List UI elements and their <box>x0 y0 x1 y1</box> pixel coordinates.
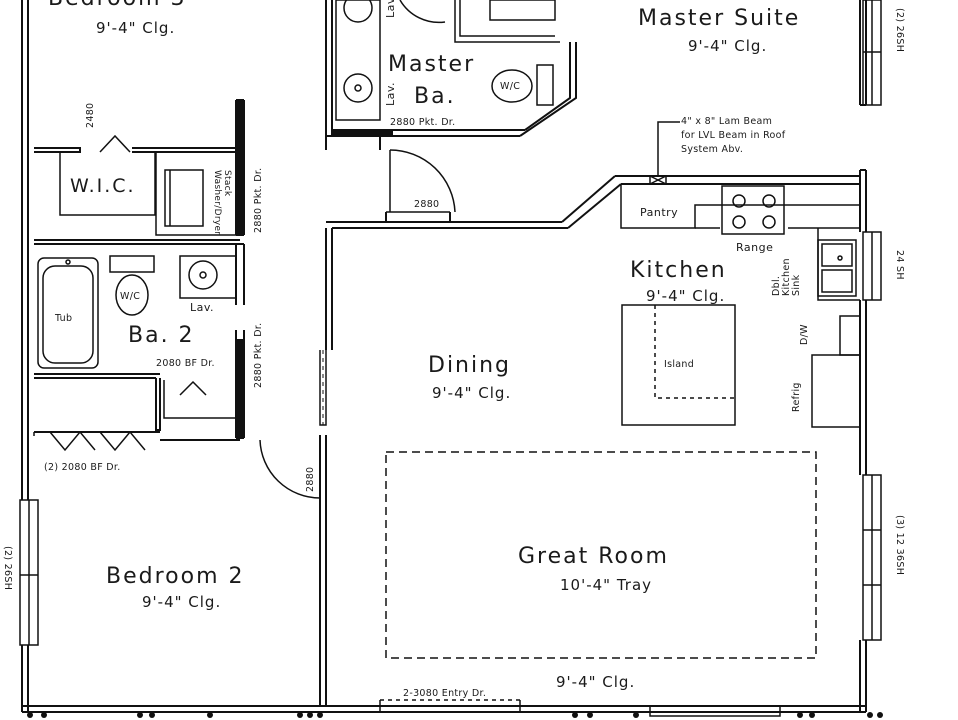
label-master-lav-1: Lav. <box>384 0 397 18</box>
kitchen-sink <box>817 239 857 297</box>
note-beam-line2: for LVL Beam in Roof <box>681 130 786 141</box>
label-range: Range <box>736 241 774 254</box>
note-beam-line1: 4" x 8" Lam Beam <box>681 116 773 127</box>
label-pantry: Pantry <box>640 206 679 219</box>
room-name-bath2: Ba. 2 <box>128 323 195 348</box>
room-name-bedroom2: Bedroom 2 <box>106 564 245 589</box>
label-master-lav-2: Lav. <box>384 81 397 106</box>
master-bath-walls <box>325 0 525 150</box>
master-vanity <box>335 0 381 121</box>
label-door-2880-pkt-1: 2880 Pkt. Dr. <box>253 167 264 233</box>
room-name-wic: W.I.C. <box>70 175 136 197</box>
note-beam-line3: System Abv. <box>681 144 744 155</box>
door-swing-master-hall <box>389 149 456 213</box>
bath2-lav <box>179 255 237 299</box>
window-left-bottom <box>19 499 39 646</box>
window-right-mid <box>862 231 882 301</box>
label-dw: D/W <box>799 324 810 345</box>
door-swing-bedroom2 <box>259 438 321 499</box>
room-name-bedroom3: Bedroom 3 <box>48 0 187 10</box>
label-door-2080-bf: 2080 BF Dr. <box>156 358 215 369</box>
bottom-window <box>649 705 781 717</box>
ceiling-master-suite: 9'-4" Clg. <box>688 37 768 55</box>
label-refrig: Refrig <box>791 382 802 412</box>
bath2-walls <box>34 244 245 441</box>
bedroom3-walls <box>34 99 245 245</box>
label-door-entry: 2-3080 Entry Dr. <box>403 688 487 699</box>
label-door-2880-pkt-master: 2880 Pkt. Dr. <box>390 117 456 128</box>
exterior-left-wall <box>21 0 29 712</box>
label-window-right-mid: 24 SH <box>894 250 905 280</box>
label-door-2880-pkt-2: 2880 Pkt. Dr. <box>253 322 264 388</box>
room-name-master-bath-1: Master <box>388 52 476 77</box>
washer-dryer <box>164 169 204 227</box>
label-tub: Tub <box>55 313 73 324</box>
label-door-2480: 2480 <box>85 102 96 128</box>
room-name-master-suite: Master Suite <box>638 6 801 31</box>
label-window-left-bottom: (2) 26SH <box>2 546 13 591</box>
bath2-toilet <box>109 255 155 316</box>
range <box>721 185 785 235</box>
label-dbl-kitchen-sink: Dbl. Kitchen Sink <box>771 258 802 296</box>
label-door-2880-a: 2880 <box>414 199 440 210</box>
bottom-wall-markers <box>27 712 883 718</box>
beam-post <box>649 121 680 185</box>
label-master-wc: W/C <box>500 81 521 92</box>
kitchen-counter <box>620 184 860 301</box>
refrigerator-and-dw <box>811 315 861 428</box>
great-room-tray-ceiling <box>385 451 817 659</box>
room-name-dining: Dining <box>428 353 512 378</box>
label-window-right-top: (2) 26SH <box>894 8 905 53</box>
label-window-right-bottom: (3) 12 36SH <box>894 515 905 576</box>
room-name-master-bath-2: Ba. <box>414 84 456 109</box>
exterior-bottom-wall <box>22 705 866 713</box>
dining-north-wall <box>326 175 860 229</box>
bedroom2-bifold-doors <box>33 430 146 452</box>
bedroom2-east-wall <box>319 228 333 706</box>
label-stack-washer-dryer: Stack Washer/Dryer <box>212 170 232 236</box>
label-door-2-2080-bf: (2) 2080 BF Dr. <box>44 462 121 473</box>
entry-doors <box>379 699 521 712</box>
ceiling-lower-area: 9'-4" Clg. <box>556 673 636 691</box>
wic-bifold-door <box>99 134 131 153</box>
bath2-closet <box>163 380 236 419</box>
label-bath2-lav: Lav. <box>190 301 215 314</box>
window-right-top <box>862 0 882 106</box>
ceiling-great-room: 10'-4" Tray <box>560 576 653 594</box>
master-shower <box>454 0 560 43</box>
label-door-2880-b: 2880 <box>305 466 316 492</box>
ceiling-dining: 9'-4" Clg. <box>432 384 512 402</box>
master-bath-angled-wall <box>519 42 577 137</box>
master-toilet <box>491 64 554 106</box>
ceiling-bedroom3: 9'-4" Clg. <box>96 19 176 37</box>
room-name-great-room: Great Room <box>518 544 669 569</box>
label-island: Island <box>664 359 695 370</box>
label-bath2-wc: W/C <box>120 291 141 302</box>
ceiling-bedroom2: 9'-4" Clg. <box>142 593 222 611</box>
bathtub <box>37 257 99 369</box>
wic-closet <box>59 152 236 236</box>
window-right-bottom <box>862 474 882 641</box>
master-bath-door-swing <box>399 0 446 24</box>
room-name-kitchen: Kitchen <box>630 258 727 283</box>
kitchen-island <box>621 304 736 426</box>
ceiling-kitchen: 9'-4" Clg. <box>646 287 726 305</box>
